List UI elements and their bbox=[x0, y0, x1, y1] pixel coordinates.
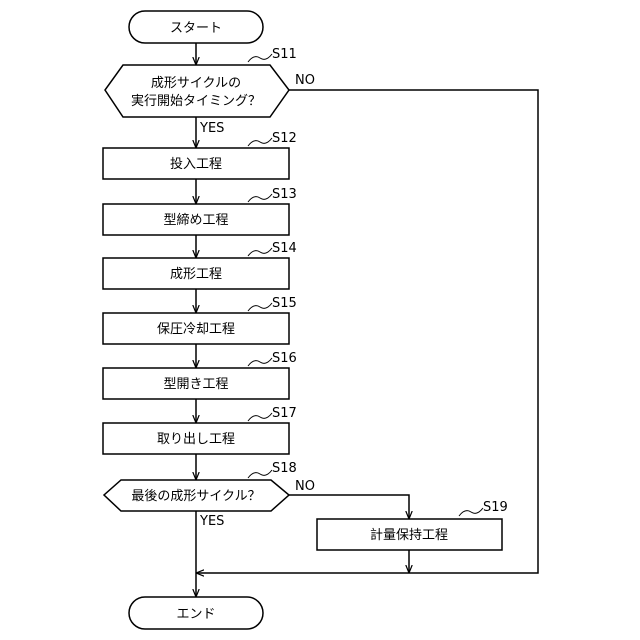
s16-step-id: S16 bbox=[272, 351, 297, 366]
process-s17-label: 取り出し工程 bbox=[157, 432, 235, 447]
s18-step-id: S18 bbox=[272, 461, 297, 476]
start-label: スタート bbox=[170, 21, 222, 36]
s17-step-id: S17 bbox=[272, 406, 297, 421]
process-s19-label: 計量保持工程 bbox=[370, 527, 448, 543]
s11-step-id: S11 bbox=[272, 47, 297, 62]
decision-s18-label: 最後の成形サイクル？ bbox=[131, 489, 260, 504]
decision-s11 bbox=[105, 65, 289, 117]
s11-leader bbox=[248, 54, 272, 62]
s18-leader bbox=[248, 470, 272, 478]
s13-step-id: S13 bbox=[272, 187, 297, 202]
s15-step-id: S15 bbox=[272, 296, 297, 311]
end-label: エンド bbox=[176, 607, 215, 622]
s18-yes-label: YES bbox=[199, 514, 224, 529]
s13-leader bbox=[248, 194, 272, 202]
decision-s11-line1: 成形サイクルの bbox=[151, 76, 241, 91]
process-s13-label: 型締め工程 bbox=[163, 212, 228, 228]
decision-s11-line2: 実行開始タイミング？ bbox=[131, 93, 261, 109]
s14-step-id: S14 bbox=[272, 241, 297, 256]
s15-leader bbox=[248, 303, 272, 311]
s12-step-id: S12 bbox=[272, 131, 297, 146]
s18-no-label: NO bbox=[295, 479, 315, 494]
s11-no-label: NO bbox=[295, 73, 315, 88]
process-s12-label: 投入工程 bbox=[170, 156, 222, 172]
process-s16-label: 型開き工程 bbox=[163, 377, 228, 392]
s19-step-id: S19 bbox=[483, 500, 508, 515]
s17-leader bbox=[248, 413, 272, 421]
process-s15-label: 保圧冷却工程 bbox=[157, 322, 235, 337]
s11-yes-label: YES bbox=[199, 121, 224, 136]
arrow-s18-no-to-s19 bbox=[289, 495, 409, 519]
s14-leader bbox=[248, 248, 272, 256]
s16-leader bbox=[248, 358, 272, 366]
s12-leader bbox=[248, 138, 272, 146]
process-s14-label: 成形工程 bbox=[170, 267, 222, 282]
s19-leader bbox=[459, 508, 483, 516]
